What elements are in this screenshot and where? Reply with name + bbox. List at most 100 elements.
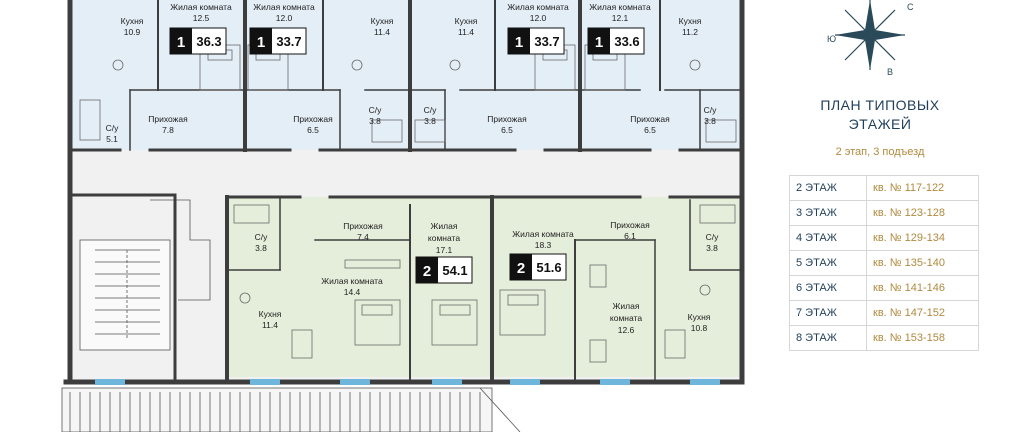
floor-cell: 2 ЭТАЖ (789, 175, 867, 201)
room-label: Жилая комната (589, 2, 651, 12)
apartments-cell: кв. № 153-158 (866, 325, 979, 351)
room-label: Кухня (688, 312, 711, 322)
compass-icon: С Ю В (827, 0, 914, 77)
room-area: 12.5 (193, 13, 210, 23)
badge-rooms: 1 (177, 34, 185, 51)
room-label: Жилая комната (507, 2, 569, 12)
apartment-badge[interactable]: 2 54.1 (415, 256, 473, 284)
room-area: 11.4 (374, 27, 390, 37)
room-label: комната (610, 313, 642, 323)
badge-rooms: 1 (257, 34, 265, 51)
room-area: 11.4 (458, 27, 474, 37)
room-label: Кухня (121, 16, 144, 26)
badge-area: 33.7 (534, 34, 559, 49)
room-label: Жилая комната (170, 2, 232, 12)
badge-area: 51.6 (536, 260, 561, 275)
room-area: 3.8 (706, 243, 718, 253)
room-label: Жилая (431, 221, 458, 231)
room-label: комната (428, 233, 460, 243)
floor-cell: 4 ЭТАЖ (789, 225, 867, 251)
compass-letter: С (907, 2, 914, 12)
room-label: С/у (704, 105, 718, 115)
windows (95, 379, 720, 385)
room-area: 5.1 (106, 134, 118, 144)
legend-panel: С Ю В ПЛАН ТИПОВЫХ ЭТАЖЕЙ 2 этап, 3 подъ… (775, 0, 1024, 432)
room-area: 6.5 (501, 125, 513, 135)
room-area: 3.8 (369, 116, 381, 126)
room-label: Жилая комната (321, 276, 383, 286)
apartments-cell: кв. № 147-152 (866, 300, 979, 326)
room-label: Жилая комната (512, 229, 574, 239)
room-area: 6.5 (644, 125, 656, 135)
room-area: 3.8 (424, 116, 436, 126)
room-area: 18.3 (535, 240, 552, 250)
room-area: 11.2 (682, 27, 698, 37)
apartments-cell: кв. № 117-122 (866, 175, 979, 201)
compass-letter: В (887, 67, 893, 77)
apartment-top-2 (245, 0, 410, 150)
room-label: С/у (424, 105, 438, 115)
room-area: 12.0 (530, 13, 547, 23)
room-area: 7.4 (357, 232, 369, 242)
badge-area: 33.6 (614, 34, 639, 49)
room-area: 17.1 (436, 245, 453, 255)
legend-title: ПЛАН ТИПОВЫХ ЭТАЖЕЙ (775, 96, 985, 134)
room-label: Прихожая (610, 220, 650, 230)
room-label: Прихожая (487, 114, 527, 124)
room-label: С/у (369, 105, 383, 115)
room-label: Жилая комната (253, 2, 315, 12)
legend-title-line: ПЛАН ТИПОВЫХ (820, 97, 940, 113)
apartment-badge[interactable]: 2 51.6 (509, 253, 567, 281)
badge-rooms: 1 (595, 34, 603, 51)
room-area: 3.8 (255, 243, 267, 253)
legend-title-line: ЭТАЖЕЙ (848, 116, 912, 132)
stairwell (79, 199, 211, 351)
floor-cell: 6 ЭТАЖ (789, 275, 867, 301)
room-label: Кухня (371, 16, 394, 26)
apartment-badge[interactable]: 1 33.7 (507, 27, 565, 55)
floor-cell: 8 ЭТАЖ (789, 325, 867, 351)
room-label: С/у (106, 123, 120, 133)
compass-letter: Ю (827, 34, 836, 44)
room-area: 10.9 (124, 27, 141, 37)
room-area: 12.0 (276, 13, 293, 23)
room-area: 3.8 (704, 116, 716, 126)
apartments-cell: кв. № 123-128 (866, 200, 979, 226)
room-area: 12.1 (612, 13, 629, 23)
room-area: 6.5 (307, 125, 319, 135)
apartments-cell: кв. № 129-134 (866, 225, 979, 251)
badge-area: 54.1 (442, 263, 467, 278)
legend-subtitle: 2 этап, 3 подъезд (835, 146, 925, 158)
apartments-cell: кв. № 141-146 (866, 275, 979, 301)
badge-rooms: 2 (423, 263, 431, 280)
apartment-bottom-1 (227, 197, 492, 377)
room-label: Кухня (679, 16, 702, 26)
room-area: 10.8 (691, 323, 708, 333)
room-label: Прихожая (630, 114, 670, 124)
apartment-badge[interactable]: 1 36.3 (169, 27, 227, 55)
room-label: Прихожая (343, 221, 383, 231)
floor-cell: 3 ЭТАЖ (789, 200, 867, 226)
room-area: 12.6 (618, 325, 635, 335)
apartment-badge[interactable]: 1 33.7 (249, 27, 307, 55)
room-area: 6.1 (624, 231, 636, 241)
floor-plan: Кухня 10.9 Жилая комната 12.5 Жилая комн… (61, 0, 745, 432)
room-area: 7.8 (162, 125, 174, 135)
room-label: Прихожая (293, 114, 333, 124)
floor-cell: 7 ЭТАЖ (789, 300, 867, 326)
balcony (61, 387, 521, 432)
room-label: Жилая (613, 301, 640, 311)
room-label: Кухня (455, 16, 478, 26)
apartment-bottom-2 (492, 197, 742, 377)
apartment-badge[interactable]: 1 33.6 (587, 27, 645, 55)
badge-area: 36.3 (196, 34, 221, 49)
room-area: 11.4 (262, 320, 278, 330)
